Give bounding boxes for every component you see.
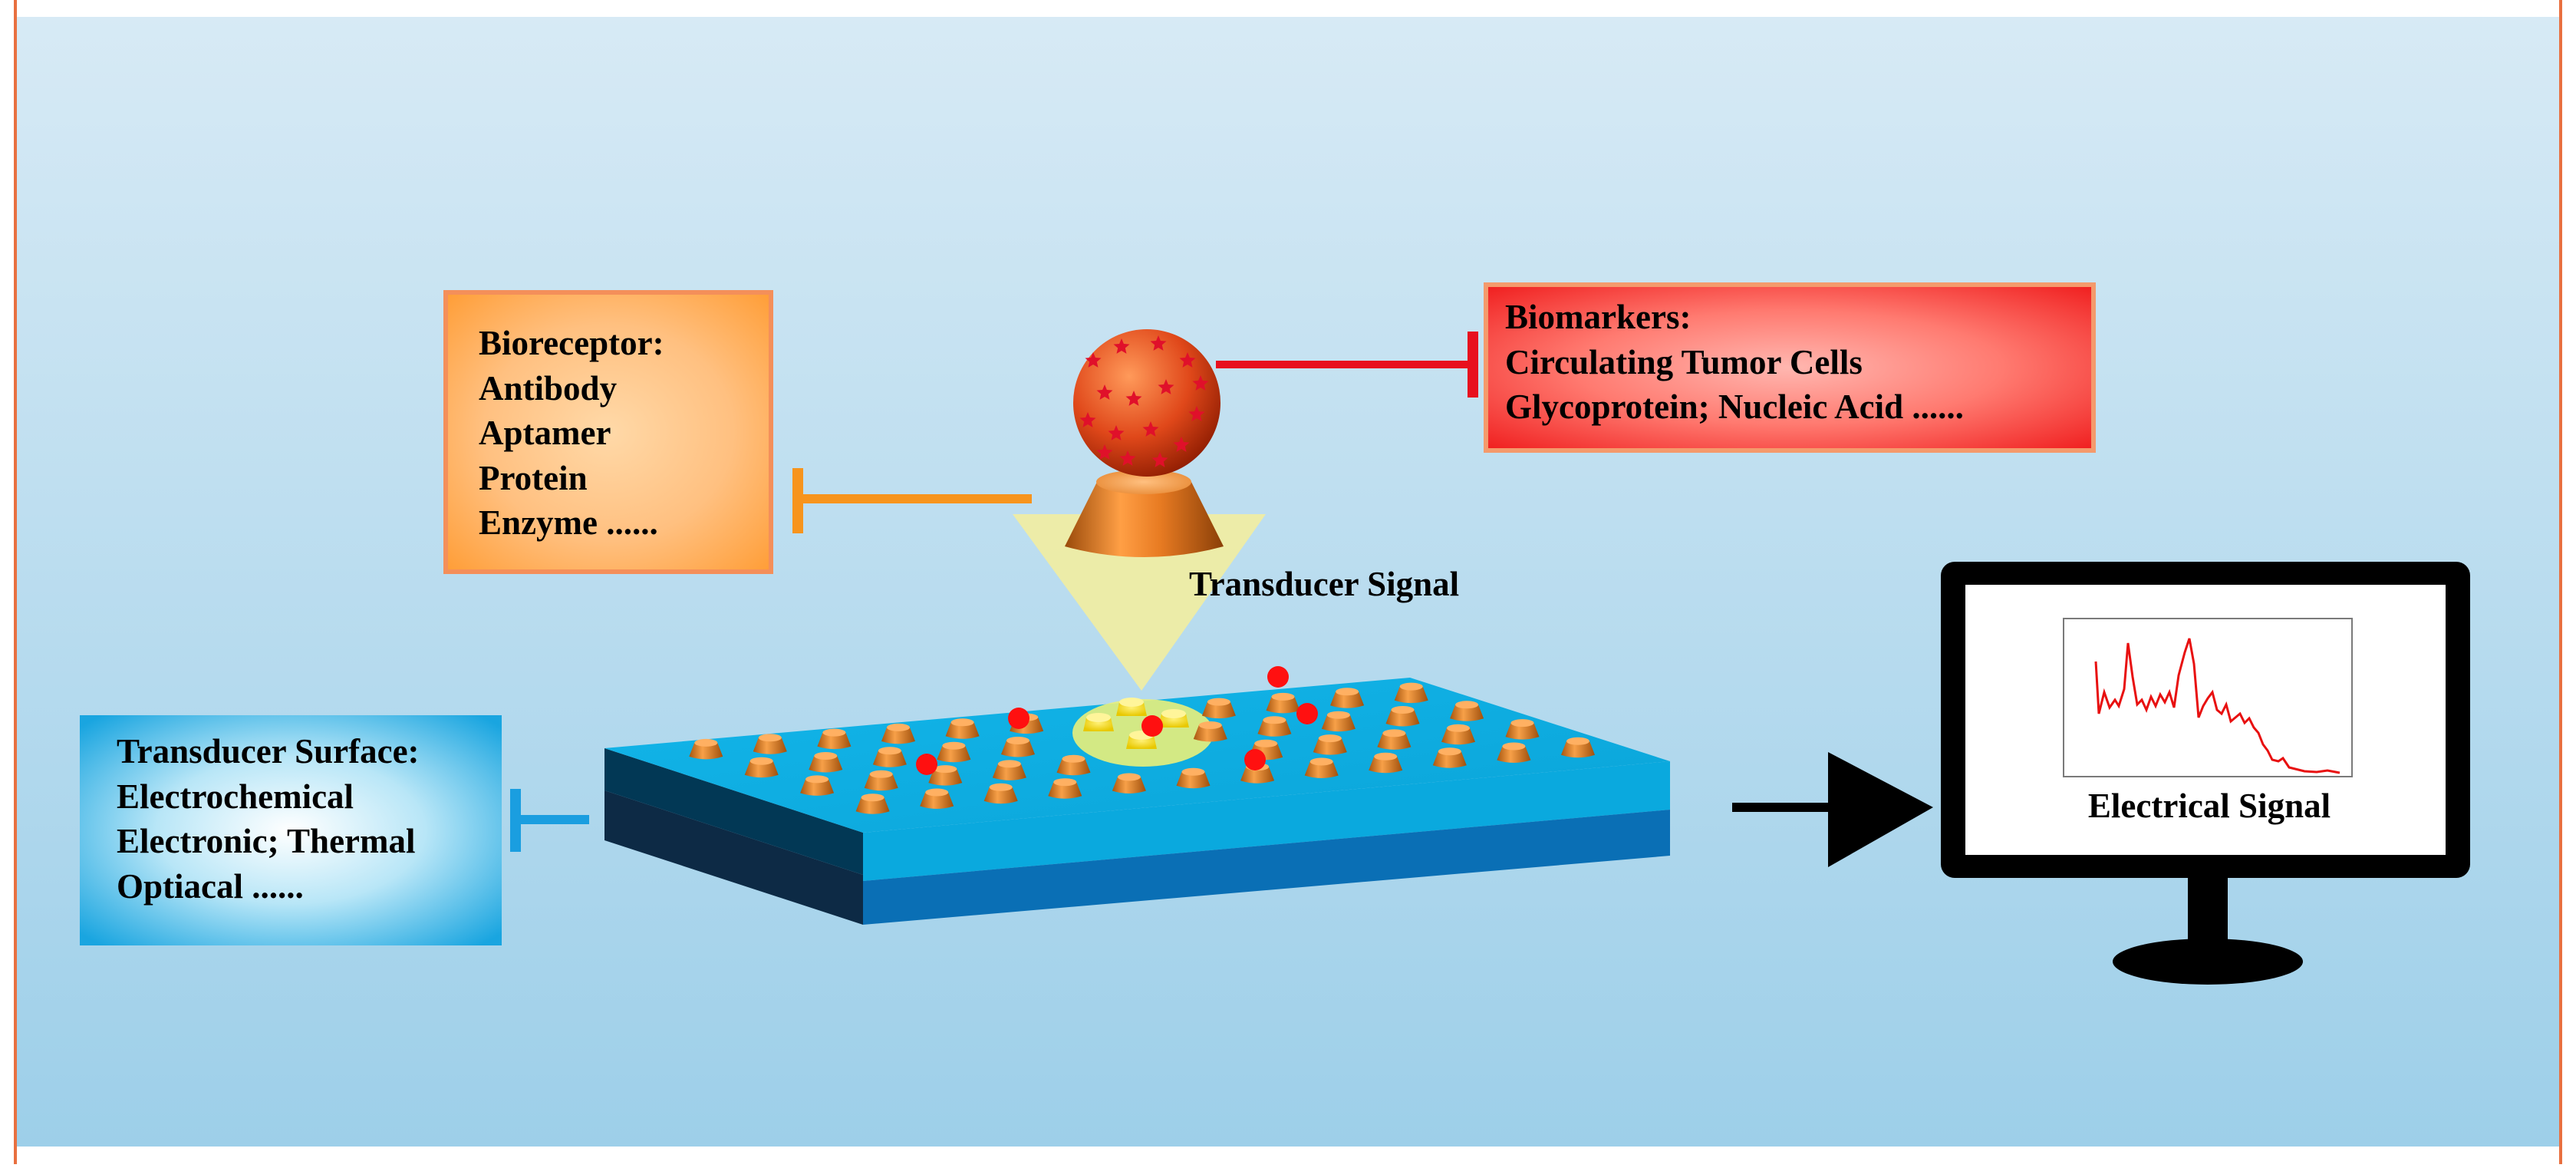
biomarkers-item: Glycoprotein; Nucleic Acid ......	[1505, 388, 1964, 426]
arrow-right-icon	[1732, 752, 1933, 867]
cell-star	[1125, 391, 1142, 406]
biomarker-dot	[916, 754, 937, 775]
receptor-cone	[1321, 711, 1356, 732]
biomarker-connector	[1216, 332, 1478, 398]
bioreceptor-item: Aptamer	[479, 414, 611, 452]
receptor-cone	[1201, 698, 1236, 719]
transducer-surface-title: Transducer Surface:	[117, 732, 420, 770]
cell-star	[1096, 384, 1113, 400]
receptor-cone	[881, 723, 915, 744]
cell-star	[1113, 338, 1130, 354]
chip-left-side	[604, 748, 863, 875]
biomarker-dot	[1267, 666, 1289, 688]
receptor-cone	[809, 752, 843, 773]
receptor-cone	[937, 741, 971, 763]
surface-connector	[510, 789, 589, 852]
bioreceptor-item: Enzyme ......	[479, 503, 658, 542]
receptor-cone	[689, 738, 723, 760]
receptor-cone	[983, 783, 1018, 804]
receptor-cone	[800, 775, 835, 796]
bioreceptor-title: Bioreceptor:	[479, 324, 664, 362]
receptor-cone	[1450, 701, 1484, 721]
cell-star	[1151, 452, 1168, 467]
receptor-cone	[1112, 773, 1146, 794]
chip-front-lower	[863, 810, 1670, 925]
receptor-cone	[1505, 719, 1540, 740]
cell-star	[1142, 421, 1159, 437]
receptor-cone	[817, 728, 852, 750]
receptor-cone	[1432, 747, 1467, 768]
receptor-cone	[945, 718, 980, 739]
bioreceptor-item: Protein	[479, 458, 588, 497]
biomarkers-item: Circulating Tumor Cells	[1505, 342, 1863, 381]
target-cell-icon	[1073, 329, 1220, 477]
receptor-cone	[1304, 757, 1339, 778]
receptor-cone	[1176, 767, 1211, 789]
monitor-icon	[1941, 562, 2470, 985]
captured-biomarkers	[916, 666, 1318, 775]
bioreceptor-item: Antibody	[479, 368, 618, 407]
cell-star	[1079, 412, 1096, 427]
biomarker-dot	[1141, 715, 1163, 737]
transducer-surface-box: Transducer Surface: Electrochemical Elec…	[80, 715, 502, 945]
receptor-cone	[1561, 737, 1595, 758]
receptor-cone	[1001, 737, 1035, 757]
receptor-cone	[1330, 688, 1365, 708]
receptor-cone	[928, 765, 963, 786]
biomarker-dot	[1244, 749, 1266, 770]
cell-star	[1188, 406, 1205, 421]
monitor-stand	[2113, 939, 2303, 985]
cell-star	[1108, 425, 1125, 440]
cell-star	[1179, 352, 1196, 368]
electrical-signal-label: Electrical Signal	[2087, 787, 2331, 825]
monitor-neck	[2188, 878, 2228, 943]
receptor-cone	[1377, 729, 1412, 750]
signal-cone	[1013, 514, 1266, 691]
receptor-cone	[1257, 716, 1292, 737]
receptor-cone	[1441, 724, 1475, 745]
receptor-cone	[1048, 778, 1082, 799]
transducer-surface-item: Electronic; Thermal	[117, 822, 416, 860]
biomarkers-box: Biomarkers: Circulating Tumor Cells Glyc…	[1484, 282, 2096, 453]
chip-left-side-dark	[604, 790, 863, 925]
receptor-cone	[1497, 742, 1531, 763]
biomarker-dot	[1008, 708, 1029, 729]
biomarker-dot	[1296, 703, 1318, 724]
cell-star	[1096, 444, 1113, 460]
transducer-surface-item: Optiacal ......	[117, 866, 304, 906]
cell-star	[1192, 375, 1209, 391]
cell-star	[1158, 379, 1174, 394]
receptor-cone	[1193, 721, 1227, 742]
receptor-cone	[1385, 706, 1420, 727]
cell-star	[1119, 450, 1136, 466]
chip-front-upper	[863, 761, 1670, 881]
electrical-signal-trace	[2094, 638, 2340, 774]
receptor-cone	[855, 794, 890, 814]
transducer-signal-label: Transducer Signal	[1189, 565, 1460, 603]
bioreceptor-box: Bioreceptor: Antibody Aptamer Protein En…	[443, 290, 773, 574]
receptor-cone	[872, 747, 907, 767]
receptor-cone	[920, 788, 954, 809]
bioreceptor-connector	[792, 468, 1032, 533]
cell-star	[1085, 352, 1102, 368]
cell-star	[1150, 335, 1167, 351]
receptor-cone	[1313, 734, 1347, 755]
receptor-cone	[1056, 754, 1091, 776]
biomarkers-title: Biomarkers:	[1505, 298, 1692, 336]
cell-star	[1173, 437, 1190, 452]
receptor-cone	[744, 757, 779, 778]
receptor-cone	[753, 734, 787, 754]
transducer-surface-item: Electrochemical	[117, 777, 354, 816]
bioreceptor-cone-icon	[1065, 470, 1224, 557]
receptor-cone	[1394, 682, 1428, 704]
receptor-cone	[1266, 692, 1300, 714]
receptor-cone	[864, 770, 898, 791]
receptor-cone	[1369, 752, 1403, 774]
receptor-cone	[992, 760, 1026, 780]
